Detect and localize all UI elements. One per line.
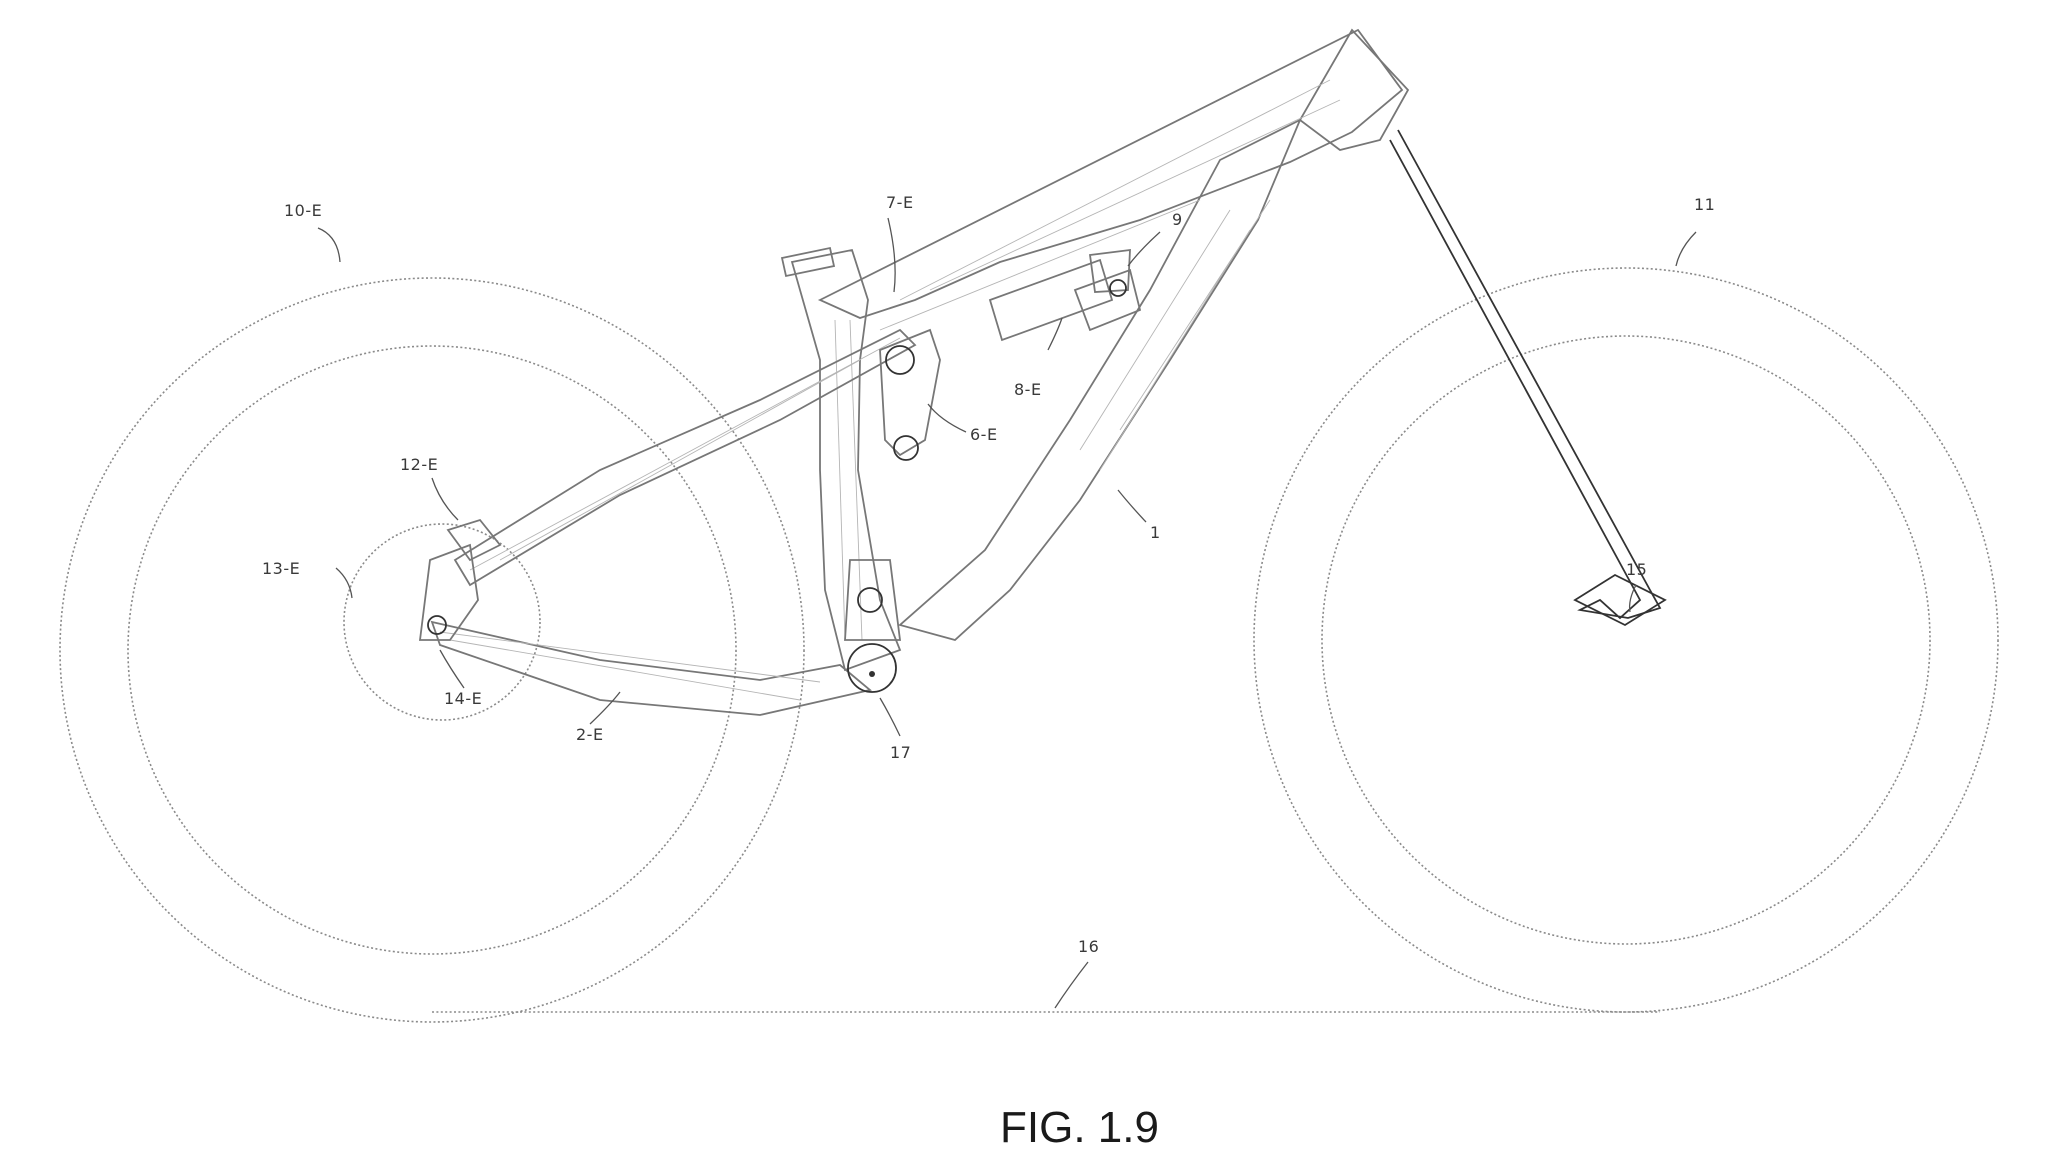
dropout-plate	[418, 543, 479, 641]
seat-clamp	[780, 246, 836, 278]
bottom-bracket-center	[869, 671, 875, 677]
label-rotor: 13-E	[262, 559, 300, 578]
leader-10e	[317, 227, 341, 263]
label-shock: 8-E	[1014, 380, 1042, 399]
label-bottom-bracket: 17	[890, 743, 911, 762]
label-main-frame: 1	[1150, 523, 1161, 542]
leader-14e	[439, 649, 465, 689]
leader-11	[1675, 231, 1697, 267]
leader-2e	[589, 691, 621, 725]
figure-caption: FIG. 1.9	[1000, 1103, 1159, 1152]
seat-tube	[790, 248, 902, 672]
shock-mount-bracket	[1088, 248, 1131, 293]
seat-stay-mesh	[469, 337, 901, 571]
rear-tire-outer	[59, 277, 805, 1023]
bottom-bracket-shell	[847, 643, 897, 693]
brake-caliper	[446, 518, 502, 562]
link-pivot-upper	[885, 345, 915, 375]
chain-stay-mesh	[439, 631, 821, 701]
lower-pivot-housing	[844, 559, 902, 641]
rear-axle	[427, 615, 447, 635]
rear-shock	[988, 258, 1142, 342]
shock-reservoir	[1073, 268, 1142, 332]
label-chain-stay: 2-E	[576, 725, 604, 744]
shock-mount-bolt	[1109, 279, 1127, 297]
label-ground-line: 16	[1078, 937, 1099, 956]
leader-15	[1628, 584, 1637, 613]
label-axle: 14-E	[444, 689, 482, 708]
leader-17	[879, 697, 901, 737]
down-tube	[898, 118, 1302, 641]
lower-pivot	[857, 587, 883, 613]
frame-mesh	[834, 79, 1341, 641]
seat-stay	[453, 328, 917, 587]
rear-wheel	[59, 277, 805, 1023]
leader-6e	[927, 403, 967, 433]
label-seat-stay-pivot: 7-E	[886, 193, 914, 212]
link-plate	[879, 328, 941, 457]
link-pivot-lower	[893, 435, 919, 461]
fork-leg	[1389, 129, 1662, 620]
front-wheel	[1253, 267, 1999, 1013]
chain-stay	[430, 620, 872, 716]
rocker-link	[879, 328, 941, 461]
label-shock-mount: 9	[1172, 210, 1183, 229]
reference-labels: 10-E 7-E 9 11 8-E 6-E 12-E 13-E 14-E 2-E…	[262, 193, 1715, 956]
leader-7e	[887, 217, 896, 293]
front-rim	[1321, 335, 1931, 945]
shock-mount	[1088, 248, 1131, 297]
label-front-wheel: 11	[1694, 195, 1715, 214]
leader-13e	[335, 567, 353, 599]
leader-8e	[1047, 317, 1063, 351]
fork-dropout	[1573, 573, 1667, 627]
rear-rim	[127, 345, 737, 955]
front-tire-outer	[1253, 267, 1999, 1013]
brake-rotor	[343, 523, 541, 721]
leader-12e	[431, 477, 459, 521]
label-link: 6-E	[970, 425, 998, 444]
shock-body	[988, 258, 1114, 342]
main-frame	[780, 28, 1410, 672]
bottom-bracket	[844, 559, 902, 693]
label-rear-wheel: 10-E	[284, 201, 322, 220]
label-caliper: 12-E	[400, 455, 438, 474]
leader-9	[1127, 231, 1161, 267]
leader-16	[1054, 961, 1089, 1009]
leader-lines	[317, 217, 1697, 1009]
label-fork: 15	[1626, 560, 1647, 579]
leader-1	[1117, 489, 1147, 523]
head-tube	[1298, 28, 1410, 151]
rear-dropout	[418, 518, 502, 641]
top-tube	[817, 28, 1404, 319]
